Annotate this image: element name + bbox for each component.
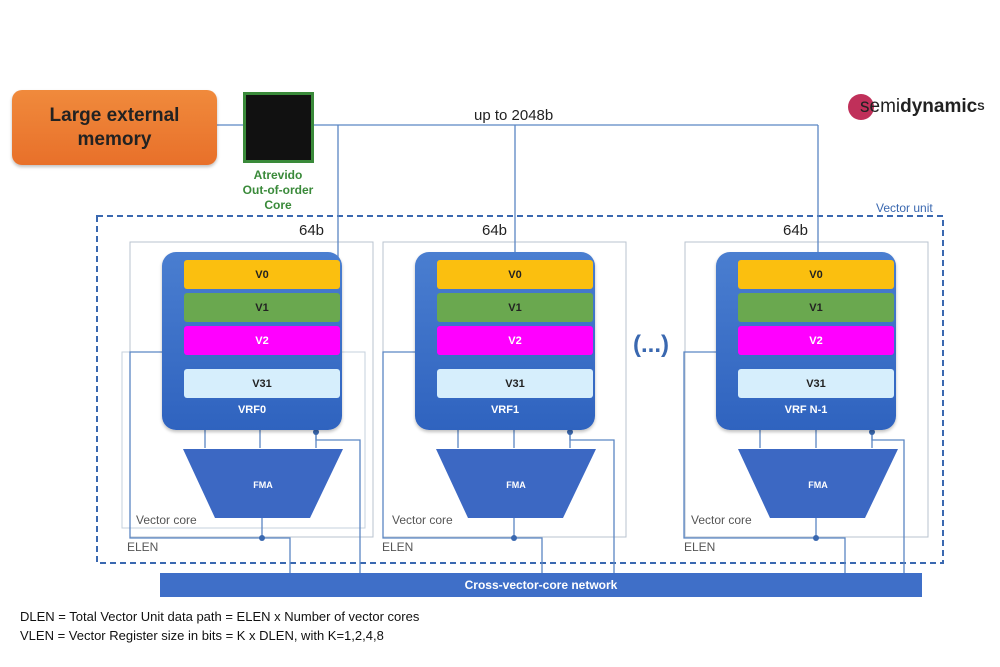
fma-label-0: FMA	[253, 480, 273, 490]
vector-unit-border	[96, 215, 944, 564]
core-1-bus-width: 64b	[482, 222, 508, 239]
elen-label-2: ELEN	[684, 540, 716, 554]
vrf-1: V0 V1 V2 V31 VRF1	[415, 252, 595, 430]
core-label-line-1: Atrevido	[253, 168, 303, 182]
cross-vector-core-network: Cross-vector-core network	[160, 573, 922, 597]
core-label-line-2: Out-of-order	[242, 183, 314, 197]
vrf-0: V0 V1 V2 V31 VRF0	[162, 252, 342, 430]
core-label-line-3: Core	[264, 198, 292, 212]
fma-shape-0	[183, 449, 343, 518]
register-v2: V2	[437, 326, 593, 355]
register-v1: V1	[738, 293, 894, 322]
atrevido-core-box	[243, 92, 314, 163]
vector-core-label-2: Vector core	[691, 513, 752, 527]
vrf-name: VRF1	[490, 404, 520, 416]
register-v0: V0	[738, 260, 894, 289]
logo-text-1: semi	[860, 96, 901, 117]
fma-shape-1	[436, 449, 596, 518]
fma-label-2: FMA	[808, 480, 828, 490]
vrf-name: VRF N-1	[784, 404, 828, 416]
register-v0: V0	[437, 260, 593, 289]
bus-width-label: up to 2048b	[474, 107, 554, 124]
register-v1: V1	[437, 293, 593, 322]
register-v31: V31	[437, 369, 593, 398]
register-v2: V2	[184, 326, 340, 355]
fma-shape-2	[738, 449, 898, 518]
register-v31: V31	[184, 369, 340, 398]
elen-label-0: ELEN	[127, 540, 159, 554]
atrevido-core-label: Atrevido Out-of-order Core	[222, 168, 334, 213]
vector-core-label-0: Vector core	[136, 513, 197, 527]
external-memory-label: Large external memory	[49, 104, 180, 150]
core-2-bus-width: 64b	[783, 222, 809, 239]
elen-box-2	[684, 241, 929, 538]
more-cores-ellipsis: (...)	[633, 331, 669, 358]
footnote-dlen: DLEN = Total Vector Unit data path = ELE…	[20, 609, 420, 624]
fma-label-1: FMA	[506, 480, 526, 490]
footnote-vlen: VLEN = Vector Register size in bits = K …	[20, 628, 384, 643]
vrf-2: V0 V1 V2 V31 VRF N-1	[716, 252, 896, 430]
register-v0: V0	[184, 260, 340, 289]
network-label: Cross-vector-core network	[464, 578, 618, 592]
external-memory-box: Large external memory	[12, 90, 217, 165]
logo-text-2: dynamic	[900, 96, 978, 117]
register-v31: V31	[738, 369, 894, 398]
vector-core-label-1: Vector core	[392, 513, 453, 527]
register-v1: V1	[184, 293, 340, 322]
register-v2: V2	[738, 326, 894, 355]
logo-sup: S	[977, 101, 985, 113]
vector-unit-label: Vector unit	[876, 201, 933, 215]
elen-label-1: ELEN	[382, 540, 414, 554]
vrf-name: VRF0	[237, 404, 267, 416]
logo-disc-icon	[848, 94, 874, 120]
core-0-bus-width: 64b	[299, 222, 325, 239]
